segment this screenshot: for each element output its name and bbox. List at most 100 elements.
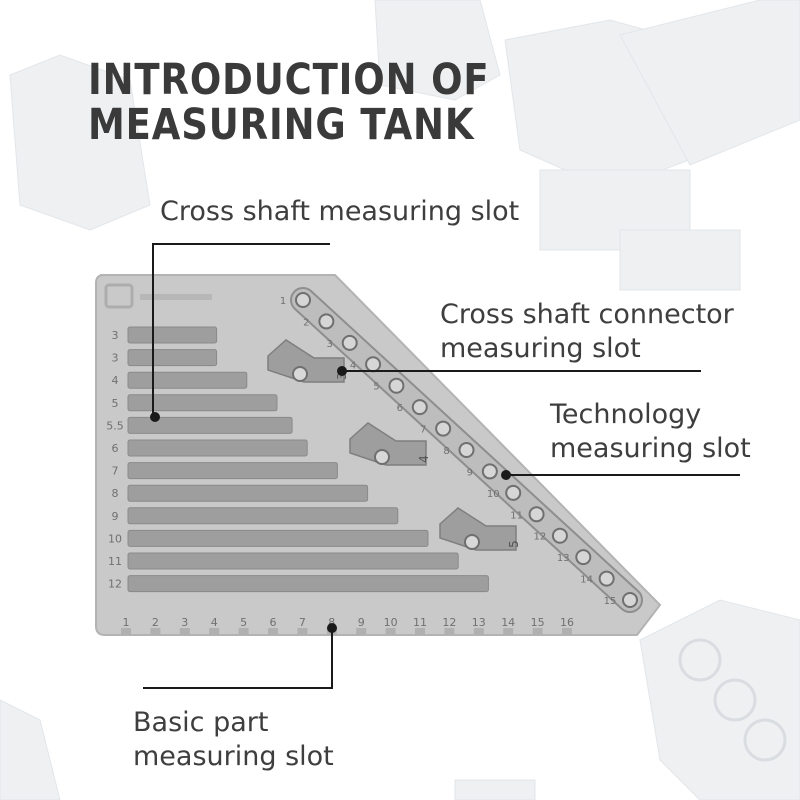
- row-number: 5.5: [106, 419, 124, 432]
- slot-bar: [127, 484, 369, 502]
- slot-bar: [127, 349, 218, 367]
- background-stud: [713, 678, 757, 722]
- column-number: 14: [501, 616, 515, 629]
- column-number: 15: [531, 616, 545, 629]
- beam-number: 13: [557, 553, 570, 564]
- slot-bar: [127, 575, 489, 593]
- column-number: 10: [384, 616, 398, 629]
- beam-hole: [575, 549, 592, 566]
- ruler-tooth: [268, 628, 278, 635]
- connector-label-line-2: measuring slot: [440, 333, 641, 364]
- beam-number: 7: [420, 425, 426, 436]
- row-number: 3: [112, 352, 119, 365]
- row-number: 4: [112, 374, 119, 387]
- beam-number: 14: [580, 575, 593, 586]
- beam-hole: [435, 420, 452, 437]
- slot-bar: [127, 439, 308, 457]
- row-number: 7: [112, 465, 119, 478]
- beam-hole: [388, 377, 405, 394]
- basic-label-line-1: Basic part: [133, 707, 269, 738]
- title-line-2: MEASURING TANK: [88, 100, 475, 150]
- beam-number: 1: [280, 296, 286, 307]
- connector-slot: [439, 507, 517, 551]
- cross-shaft-label: Cross shaft measuring slot: [160, 196, 520, 227]
- beam-hole: [481, 463, 498, 480]
- slot-bar: [127, 371, 248, 389]
- slot-bar: [127, 507, 399, 525]
- beam-number: 11: [510, 510, 523, 521]
- column-number: 4: [211, 616, 218, 629]
- ruler-tooth: [415, 628, 425, 635]
- row-number: 9: [112, 510, 119, 523]
- ruler-tooth: [503, 628, 514, 635]
- beam-number: 5: [373, 382, 379, 393]
- slot-bar: [127, 552, 459, 570]
- ruler-tooth: [444, 628, 455, 635]
- column-number: 3: [181, 616, 188, 629]
- column-number: 2: [152, 616, 159, 629]
- connector-slot: [349, 422, 427, 466]
- column-number: 5: [240, 616, 247, 629]
- beam-number: 2: [303, 317, 309, 328]
- beam-hole: [458, 442, 475, 458]
- slot-bar: [127, 326, 218, 344]
- background-brick: [639, 599, 800, 800]
- technology-label-line-1: Technology: [550, 399, 702, 430]
- ruler-tooth: [238, 628, 249, 635]
- beam-number: 8: [443, 446, 449, 457]
- column-number: 13: [472, 616, 486, 629]
- ruler-tooth: [356, 628, 367, 635]
- background-brick: [619, 229, 741, 291]
- column-number: 1: [123, 616, 130, 629]
- beam-number: 15: [604, 596, 617, 607]
- ruler-tooth: [562, 628, 572, 635]
- ruler-tooth: [121, 628, 131, 635]
- basic-label-line-2: measuring slot: [133, 741, 334, 772]
- column-number: 16: [560, 616, 574, 629]
- beam-number: 10: [487, 489, 500, 500]
- ruler-tooth: [532, 628, 543, 635]
- cross-shaft-leader: [152, 243, 330, 245]
- connector-leader: [341, 370, 701, 372]
- beam-hole: [622, 592, 638, 608]
- column-number: 9: [358, 616, 365, 629]
- background-brick: [9, 54, 151, 231]
- technology-leader: [505, 474, 740, 476]
- connector-hole: [464, 534, 480, 550]
- ruler-tooth: [179, 628, 190, 635]
- background-brick: [619, 0, 800, 166]
- beam-number: 6: [397, 403, 403, 414]
- beam-hole: [295, 292, 311, 308]
- beam-hole: [505, 484, 522, 501]
- beam-hole: [551, 527, 568, 544]
- row-number: 6: [112, 442, 119, 455]
- basic-part-leader: [331, 628, 333, 688]
- beam-hole: [528, 506, 545, 523]
- row-number: 10: [108, 532, 122, 545]
- beam-hole: [598, 570, 615, 587]
- connector-number: 4: [417, 455, 431, 463]
- connector-hole: [292, 366, 308, 382]
- row-number: 12: [108, 578, 122, 591]
- row-number: 5: [112, 397, 119, 410]
- ruler-tooth: [297, 628, 308, 635]
- slot-bar: [127, 529, 429, 547]
- title-line-1: INTRODUCTION OF: [88, 55, 490, 105]
- slot-bar: [127, 462, 338, 480]
- beam-hole: [411, 399, 428, 416]
- beam-hole: [318, 313, 335, 330]
- column-number: 8: [328, 616, 335, 629]
- connector-label-line-1: Cross shaft connector: [440, 299, 734, 330]
- brand-logo: [104, 283, 134, 309]
- ruler-tooth: [209, 628, 220, 635]
- slot-bar: [127, 416, 293, 434]
- ruler-tooth: [473, 628, 484, 635]
- background-brick: [454, 779, 536, 800]
- ruler-tooth: [150, 628, 161, 635]
- technology-label-line-2: measuring slot: [550, 433, 751, 464]
- column-number: 6: [270, 616, 277, 629]
- connector-hole: [374, 449, 390, 465]
